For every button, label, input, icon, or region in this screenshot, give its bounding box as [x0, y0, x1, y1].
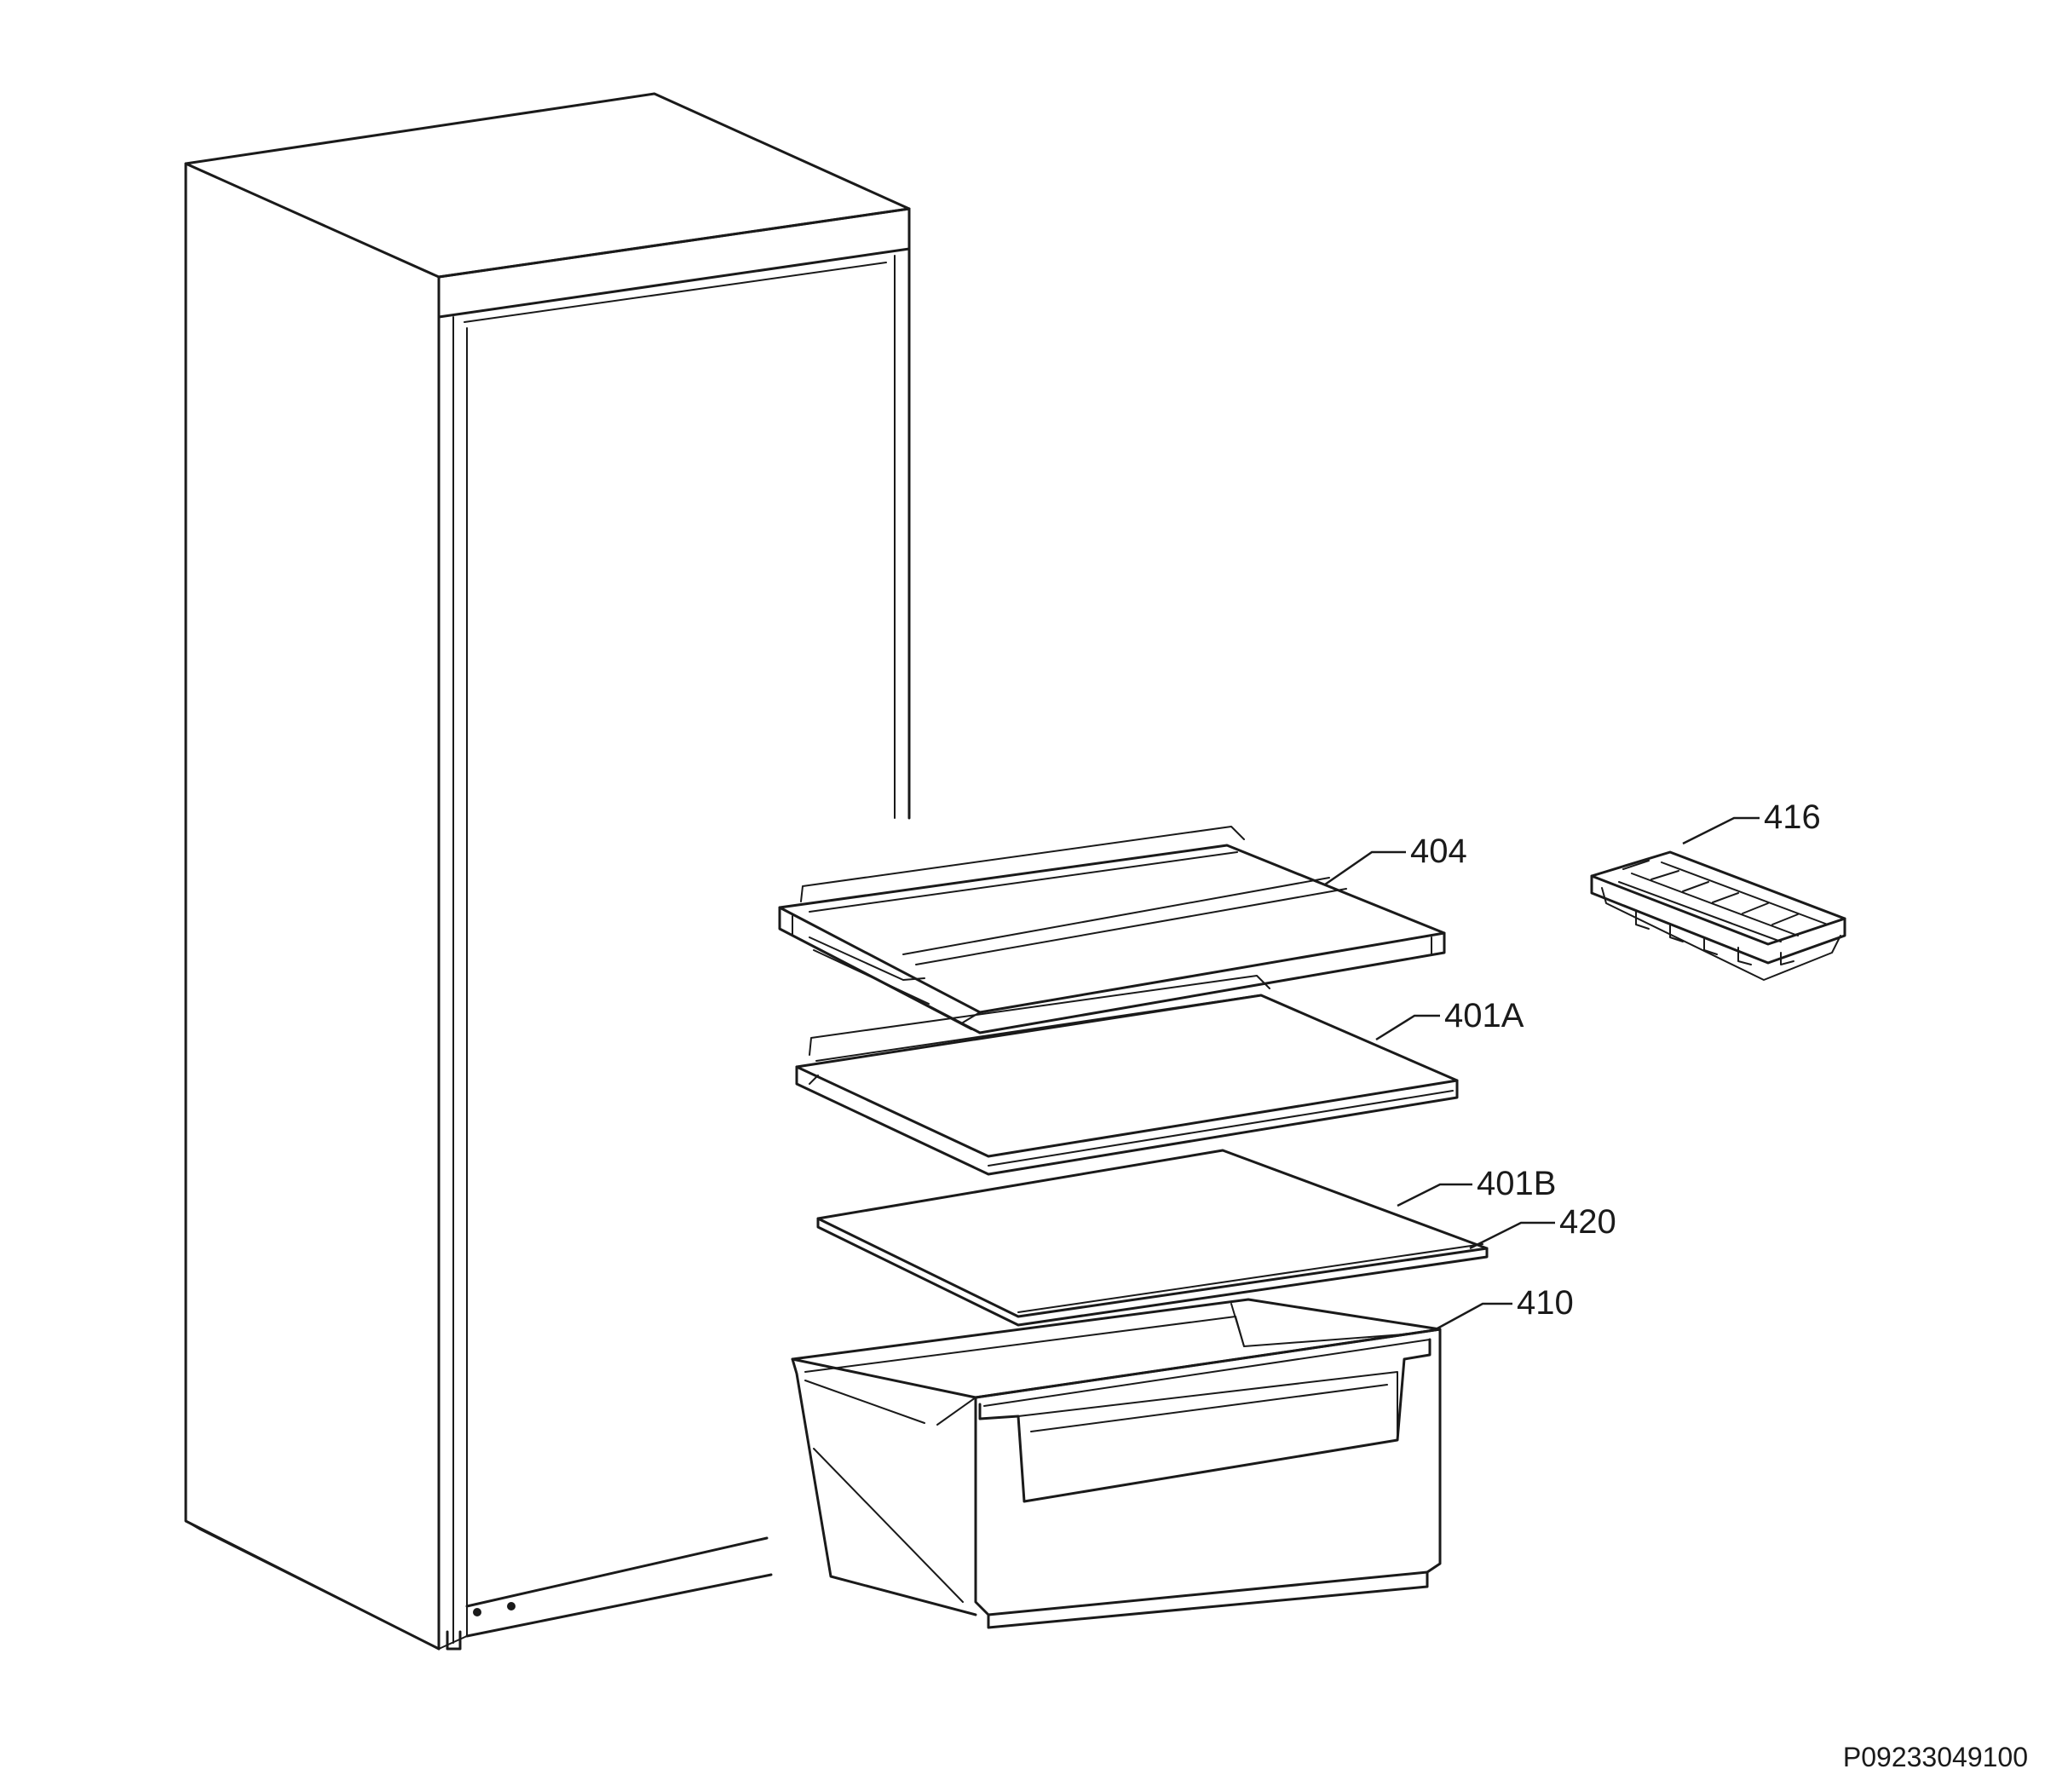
glass-plate-401B	[816, 1149, 1489, 1327]
shelf-404	[778, 826, 1446, 1034]
part-label-404: 404	[1410, 833, 1467, 870]
ice-cube-tray-416	[1590, 850, 1846, 981]
part-label-416: 416	[1764, 798, 1821, 836]
drawing-reference-code: P09233049100	[1842, 1742, 2028, 1772]
part-label-410: 410	[1517, 1284, 1574, 1322]
part-label-420: 420	[1559, 1203, 1616, 1241]
part-label-401B: 401B	[1477, 1165, 1556, 1202]
leader-lines	[1324, 816, 1760, 1331]
crisper-drawer-410	[791, 1298, 1442, 1629]
part-label-401A: 401A	[1444, 997, 1524, 1034]
refrigerator-cabinet	[184, 92, 911, 1651]
glass-shelf-401A	[795, 975, 1459, 1176]
